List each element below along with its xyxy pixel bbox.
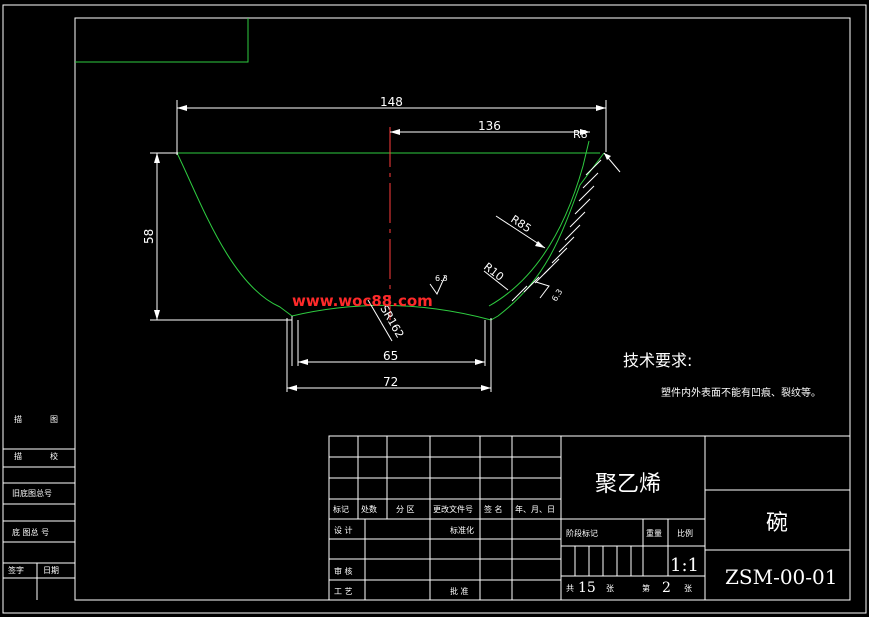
- dim-148: 148: [380, 95, 403, 109]
- tb-part-name: 碗: [766, 511, 788, 536]
- left-label-5b: 日期: [43, 566, 59, 575]
- dim-72: 72: [383, 375, 398, 389]
- left-label-4: 底 图总 号: [12, 527, 49, 537]
- dim-58: 58: [142, 229, 156, 244]
- title-block-grid: [328, 435, 851, 601]
- dim-65: 65: [383, 349, 398, 363]
- watermark: www.woc88.com: [292, 292, 433, 310]
- left-label-5a: 签字: [8, 565, 24, 575]
- tb-sheet-no: 2: [662, 580, 671, 596]
- left-side-block: [3, 448, 75, 600]
- dim-r10: R10: [481, 260, 506, 284]
- tb-zone-label: 分 区: [396, 505, 415, 514]
- tb-date-label: 年、月、日: [515, 504, 555, 514]
- tb-scale-value: 1:1: [670, 555, 699, 576]
- tb-sign-label: 签 名: [484, 504, 503, 514]
- tb-count-label: 处数: [361, 504, 377, 514]
- tb-total-suffix: 张: [606, 584, 614, 593]
- tb-stage-mark-label: 阶段标记: [566, 528, 598, 538]
- tb-standardize-label: 标准化: [450, 525, 474, 535]
- left-label-3: 旧底图总号: [12, 488, 52, 498]
- left-label-1b: 图: [50, 415, 58, 424]
- tb-mark-label: 标记: [333, 504, 349, 514]
- tb-sheet-prefix: 第: [642, 583, 650, 593]
- tb-sheet-suffix: 张: [684, 584, 692, 593]
- dim-r8: R8: [573, 128, 588, 141]
- tb-total-prefix: 共: [566, 584, 574, 593]
- tech-req-title: 技术要求:: [623, 351, 692, 370]
- tb-material: 聚乙烯: [595, 472, 661, 497]
- roughness-symbol-right: [535, 281, 550, 299]
- dimension-arrows: [154, 105, 611, 391]
- top-left-box: [75, 18, 249, 63]
- tb-approve-label: 批 准: [450, 586, 469, 596]
- tb-total-sheets: 15: [578, 580, 596, 596]
- tb-weight-label: 重量: [646, 528, 662, 538]
- roughness-right-value: 6.3: [550, 287, 564, 303]
- roughness-left-value: 6.3: [435, 274, 448, 283]
- tb-review-label: 审 核: [334, 566, 353, 576]
- tb-design-label: 设 计: [334, 525, 353, 535]
- tb-drawing-number: ZSM-00-01: [725, 565, 838, 589]
- section-hatch: [511, 159, 602, 302]
- tb-scale-label: 比例: [677, 528, 693, 538]
- tb-change-doc-label: 更改文件号: [433, 504, 473, 514]
- bowl-profile: [176, 140, 605, 321]
- left-label-1a: 描: [14, 414, 22, 424]
- bowl-foot: [286, 316, 492, 392]
- outer-frame: [2, 4, 867, 614]
- left-label-2a: 描: [14, 451, 22, 461]
- dimension-lines: [150, 100, 621, 389]
- tech-req-item: 塑件内外表面不能有凹痕、裂纹等。: [661, 386, 821, 399]
- tb-process-label: 工 艺: [334, 587, 353, 596]
- roughness-symbol-left: [429, 275, 446, 296]
- left-label-2b: 校: [50, 451, 58, 461]
- dim-136: 136: [478, 119, 501, 133]
